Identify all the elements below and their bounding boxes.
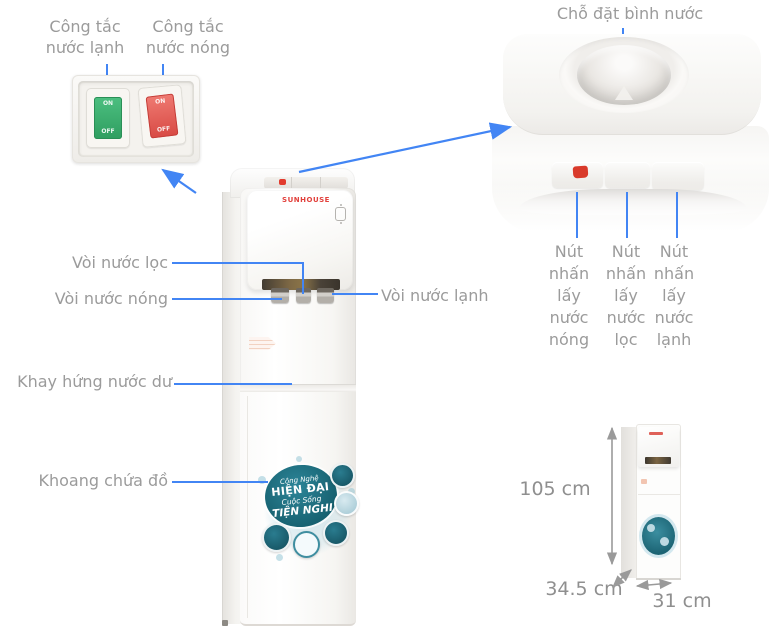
promo-badge bbox=[262, 523, 291, 552]
mini-tap-slot bbox=[645, 457, 671, 464]
callout-switch-cold-label: Công tắc nước lạnh bbox=[35, 16, 135, 58]
connector-storage bbox=[172, 481, 268, 483]
callout-hot-button-label: Nút nhấn lấy nước nóng bbox=[548, 242, 590, 349]
connector-cold-tap bbox=[332, 293, 378, 295]
connector-filtered-tap-drop bbox=[302, 262, 304, 294]
hot-switch: ON OFF bbox=[145, 93, 179, 139]
promo-badge bbox=[293, 531, 320, 558]
cup-icon bbox=[335, 204, 346, 224]
callout-switch-hot-line2: nước nóng bbox=[145, 38, 231, 57]
depth-dimension-label: 34.5 cm bbox=[545, 578, 623, 600]
photo-fade bbox=[480, 182, 780, 238]
promo-sticker: Công Nghệ HIỆN ĐẠI Cuộc Sống TIỆN NGHI bbox=[256, 456, 360, 564]
callout-filtered-tap-label: Vòi nước lọc bbox=[71, 253, 168, 272]
cold-tap bbox=[317, 288, 334, 303]
width-arrow-icon bbox=[635, 579, 655, 591]
mini-dispenser-side bbox=[621, 427, 638, 578]
hot-tap bbox=[271, 288, 289, 303]
mini-promo-sticker bbox=[642, 517, 675, 555]
promo-badge bbox=[330, 463, 355, 488]
cold-switch-on-label: ON bbox=[102, 100, 114, 107]
hot-switch-on-label: ON bbox=[154, 97, 166, 106]
mini-warning-sticker bbox=[641, 479, 647, 484]
callout-switch-cold-line1: Công tắc bbox=[49, 17, 121, 36]
switch-inset-arrow-icon bbox=[161, 168, 197, 194]
filtered-tap bbox=[296, 288, 311, 303]
callout-switch-hot-label: Công tắc nước nóng bbox=[138, 16, 238, 58]
connector-filtered-button bbox=[626, 192, 628, 238]
mini-door-seam bbox=[638, 494, 680, 495]
dispenser-foot bbox=[222, 620, 228, 626]
width-arrow-icon bbox=[653, 578, 673, 590]
cold-switch: ON OFF bbox=[94, 97, 122, 139]
switch-inset-photo: ON OFF ON OFF bbox=[72, 75, 200, 163]
callout-bottle-seat-label: Chỗ đặt bình nước bbox=[556, 4, 704, 23]
connector-drip-tray bbox=[174, 383, 292, 385]
cold-switch-off-label: OFF bbox=[101, 128, 115, 135]
callout-switch-hot-line1: Công tắc bbox=[152, 17, 224, 36]
mini-bottom-edge bbox=[636, 578, 681, 580]
callout-storage-label: Khoang chứa đồ bbox=[38, 471, 168, 490]
promo-badge bbox=[323, 520, 349, 546]
connector-hot-button bbox=[576, 192, 578, 238]
tap-recess bbox=[262, 279, 340, 290]
brand-logo: SUNHOUSE bbox=[282, 196, 330, 204]
warning-sticker bbox=[249, 337, 276, 350]
callout-cold-tap-label: Vòi nước lạnh bbox=[381, 286, 489, 305]
hot-switch-off-label: OFF bbox=[156, 125, 171, 134]
callout-filtered-button-label: Nút nhấn lấy nước lọc bbox=[605, 242, 647, 349]
callout-drip-tray-label: Khay hứng nước dư bbox=[17, 372, 172, 391]
callout-hot-tap-label: Vòi nước nóng bbox=[54, 289, 168, 308]
dispenser-head-panel bbox=[247, 190, 353, 290]
top-inset-arrow-icon bbox=[298, 122, 513, 174]
callout-switch-cold-line2: nước lạnh bbox=[45, 38, 125, 57]
bottle-seat-spike bbox=[615, 86, 633, 100]
width-dimension-label: 31 cm bbox=[652, 590, 712, 612]
height-dimension-label: 105 cm bbox=[519, 478, 591, 500]
connector-cold-button bbox=[676, 192, 678, 238]
promo-badge bbox=[334, 491, 359, 516]
hot-button-indicator bbox=[572, 165, 589, 179]
callout-cold-button-label: Nút nhấn lấy nước lạnh bbox=[653, 242, 695, 349]
hot-button-indicator-small bbox=[279, 179, 286, 185]
connector-filtered-tap bbox=[172, 262, 304, 264]
mini-brand-mark bbox=[649, 432, 663, 435]
connector-hot-tap bbox=[172, 298, 282, 300]
